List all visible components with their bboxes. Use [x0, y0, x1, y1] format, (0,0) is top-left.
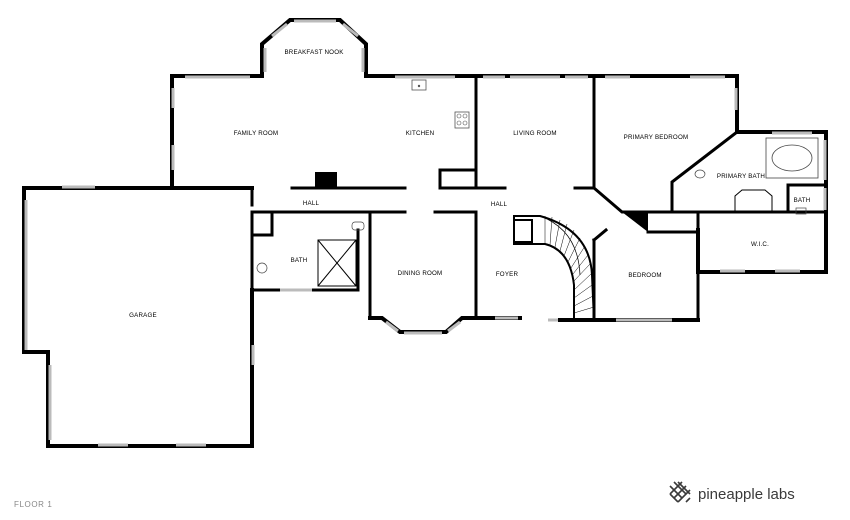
room-label-primary-bedroom: PRIMARY BEDROOM: [624, 134, 689, 141]
foyer-walls: [474, 215, 596, 322]
room-label-kitchen: KITCHEN: [406, 130, 435, 137]
room-label-bedroom: BEDROOM: [628, 272, 661, 279]
room-label-bath-left: BATH: [291, 257, 308, 264]
room-label-dining-room: DINING ROOM: [398, 270, 443, 277]
room-label-hall-left: HALL: [303, 200, 320, 207]
room-label-bath-right: BATH: [794, 197, 811, 204]
breakfast-nook-walls: [260, 18, 368, 78]
floor-label: FLOOR 1: [14, 500, 53, 509]
room-label-garage: GARAGE: [129, 312, 157, 319]
garage-walls: [22, 186, 255, 448]
bedroom-walls: [591, 185, 700, 322]
left-bath-walls: [250, 210, 372, 292]
brand-name: pineapple labs: [698, 485, 795, 503]
primary-suite-walls: [592, 74, 828, 274]
room-label-primary-bath: PRIMARY BATH: [717, 173, 765, 180]
brand: pineapple labs: [668, 480, 795, 509]
staircase: [513, 215, 596, 321]
room-label-living-room: LIVING ROOM: [513, 130, 556, 137]
dining-room-walls: [368, 210, 478, 335]
bathtub: [765, 137, 819, 179]
room-label-family-room: FAMILY ROOM: [234, 130, 279, 137]
room-label-foyer: FOYER: [496, 271, 519, 278]
living-room-walls: [474, 74, 596, 190]
pineapple-logo-icon: [668, 480, 692, 509]
kitchen-sink: [411, 79, 427, 91]
room-label-wic: W.I.C.: [751, 241, 769, 248]
room-label-hall-center: HALL: [491, 201, 508, 208]
fireplace: [315, 172, 337, 188]
bedroom-wall-wedge: [622, 212, 648, 232]
kitchen-stove: [454, 111, 470, 129]
room-label-breakfast-nook: BREAKFAST NOOK: [284, 49, 344, 56]
family-kitchen-walls: [22, 74, 478, 190]
shower: [317, 239, 357, 287]
